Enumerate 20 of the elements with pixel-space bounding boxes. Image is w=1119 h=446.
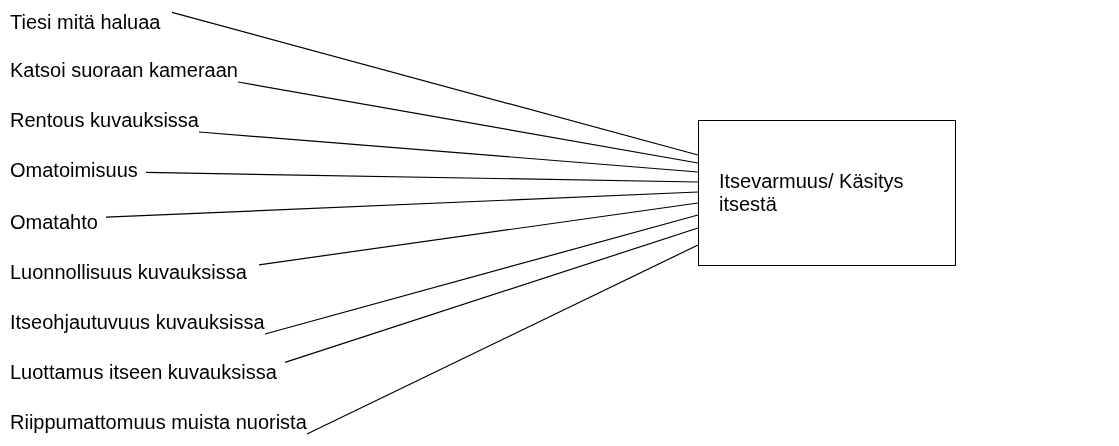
connector-line (258, 202, 699, 266)
factor-label: Riippumattomuus muista nuorista (10, 410, 307, 434)
connector-line (264, 214, 699, 335)
connector-line (145, 171, 699, 183)
factor-label: Itseohjautuvuus kuvauksissa (10, 310, 265, 334)
factor-label: Luonnollisuus kuvauksissa (10, 260, 247, 284)
connector-line (105, 191, 699, 218)
connector-line (198, 131, 699, 173)
factor-label: Omatahto (10, 210, 98, 234)
connector-line (284, 227, 699, 363)
connector-line (237, 81, 699, 164)
connector-line (306, 244, 699, 435)
factor-label: Katsoi suoraan kameraan (10, 58, 238, 82)
factor-label: Rentous kuvauksissa (10, 108, 199, 132)
factor-label: Omatoimisuus (10, 158, 138, 182)
factor-label: Tiesi mitä haluaa (10, 10, 161, 34)
concept-box (698, 120, 956, 266)
factor-label: Luottamus itseen kuvauksissa (10, 360, 277, 384)
connector-line (171, 11, 699, 156)
box-label: Itsevarmuus/ Käsitys itsestä (719, 170, 905, 216)
